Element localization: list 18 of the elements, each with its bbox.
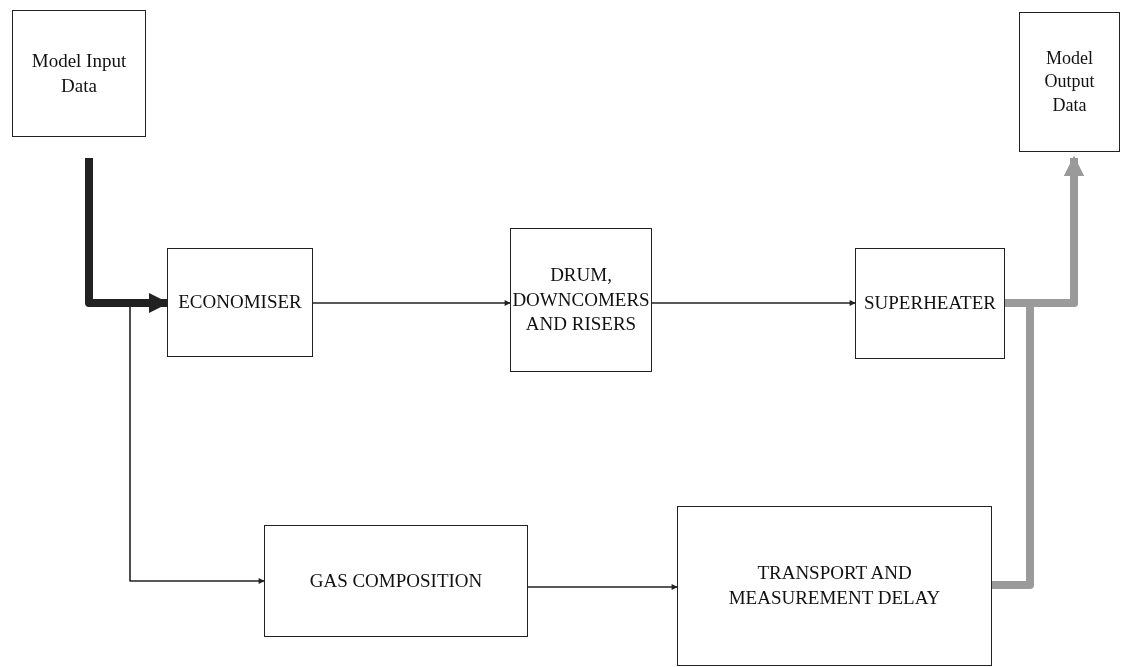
arrow <box>992 156 1084 589</box>
box-label: SUPERHEATER <box>864 291 996 316</box>
arrow <box>651 300 856 306</box>
box-label: ECONOMISER <box>178 290 302 315</box>
box-label: Model Input Data <box>30 48 128 98</box>
arrow <box>527 584 678 590</box>
box-label: DRUM, DOWNCOMERS AND RISERS <box>512 262 650 337</box>
box-label: TRANSPORT AND MEASUREMENT DELAY <box>727 561 942 610</box>
process-box <box>855 248 1005 359</box>
process-box <box>1019 12 1120 152</box>
box-label: Model Output Data <box>1043 46 1096 117</box>
process-box <box>510 228 652 372</box>
box-label: GAS COMPOSITION <box>309 568 483 593</box>
process-box <box>167 248 313 357</box>
process-box <box>12 10 146 137</box>
process-box <box>264 525 528 637</box>
process-box <box>677 506 992 666</box>
arrow <box>312 300 511 306</box>
